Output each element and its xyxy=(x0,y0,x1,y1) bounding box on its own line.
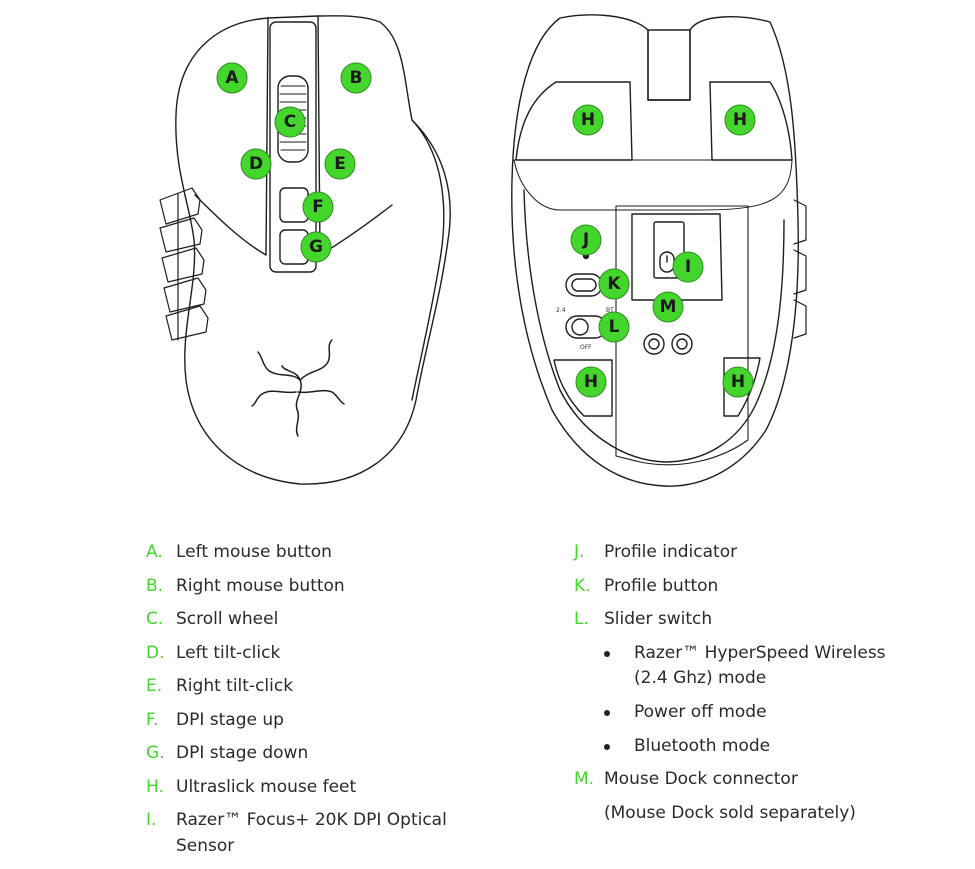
side-buttons xyxy=(159,187,209,341)
svg-text:H: H xyxy=(581,110,595,130)
callout-g: G xyxy=(300,231,332,263)
legend-text: Power off mode xyxy=(634,702,767,722)
callout-j: J xyxy=(570,224,602,256)
svg-text:B: B xyxy=(350,68,363,88)
callout-c: C xyxy=(274,106,306,138)
legend-text: Razer™ Focus+ 20K DPI Optical xyxy=(176,810,447,830)
callout-i: I xyxy=(672,251,704,283)
svg-text:K: K xyxy=(607,274,621,294)
legend-letter: E. xyxy=(146,676,163,696)
legend-letter: J. xyxy=(574,542,585,562)
svg-text:J: J xyxy=(582,230,589,250)
switch-label-bt: BT xyxy=(606,307,614,314)
svg-text:C: C xyxy=(284,112,296,132)
svg-text:L: L xyxy=(609,317,620,337)
legend-text: Left tilt-click xyxy=(176,643,281,663)
legend-letter: C. xyxy=(146,609,164,629)
legend-letter: K. xyxy=(574,576,591,596)
legend-text: (2.4 Ghz) mode xyxy=(634,668,767,688)
legend-text: Sensor xyxy=(176,836,235,856)
mouse-bottom-view xyxy=(511,14,807,487)
legend-letter: H. xyxy=(146,777,164,797)
legend-letter: G. xyxy=(146,743,165,763)
callout-f: F xyxy=(302,191,334,223)
legend-text: Slider switch xyxy=(604,609,713,629)
legend-letter: B. xyxy=(146,576,164,596)
svg-text:G: G xyxy=(309,237,323,257)
callout-d: D xyxy=(240,148,272,180)
legend-letter: A. xyxy=(146,542,163,562)
legend-letter: D. xyxy=(146,643,165,663)
legend-text: Ultraslick mouse feet xyxy=(176,777,357,797)
switch-label-24: 2.4 xyxy=(556,307,566,314)
bullet-dot xyxy=(604,710,610,716)
legend-text: Razer™ HyperSpeed Wireless xyxy=(634,643,886,663)
callout-h-bottom-left: H xyxy=(575,366,607,398)
legend-text: Left mouse button xyxy=(176,542,332,562)
callout-b: B xyxy=(340,62,372,94)
switch-label-off: OFF xyxy=(580,344,592,351)
callout-h-top-right: H xyxy=(724,104,756,136)
bullet-dot xyxy=(604,651,610,657)
callout-h-top-left: H xyxy=(572,104,604,136)
svg-text:F: F xyxy=(312,197,324,217)
mouse-diagram: 2.4 BT OFF A B C D E F G H H J I K M L H… xyxy=(159,14,807,487)
svg-text:D: D xyxy=(249,154,263,174)
legend-text: Right mouse button xyxy=(176,576,345,596)
svg-text:M: M xyxy=(660,297,677,317)
svg-text:E: E xyxy=(334,154,346,174)
razer-logo xyxy=(251,339,345,437)
callout-e: E xyxy=(324,148,356,180)
legend-text: Profile button xyxy=(604,576,719,596)
legend-text: Profile indicator xyxy=(604,542,738,562)
legend-letter: M. xyxy=(574,769,595,789)
bullet-dot xyxy=(604,744,610,750)
legend-letter: F. xyxy=(146,710,159,730)
legend-letter: L. xyxy=(574,609,589,629)
callout-k: K xyxy=(598,268,630,300)
legend-text: DPI stage down xyxy=(176,743,309,763)
svg-text:I: I xyxy=(685,257,691,277)
legend-text: Right tilt-click xyxy=(176,676,294,696)
legend-text: Mouse Dock connector xyxy=(604,769,798,789)
legend-left: A. Left mouse button B. Right mouse button… xyxy=(146,544,486,864)
legend-text: Scroll wheel xyxy=(176,609,279,629)
legend-note: (Mouse Dock sold separately) xyxy=(604,803,856,823)
callout-m: M xyxy=(652,291,684,323)
callout-l: L xyxy=(598,311,630,343)
svg-text:H: H xyxy=(733,110,747,130)
svg-text:H: H xyxy=(584,372,598,392)
callout-a: A xyxy=(216,62,248,94)
callout-h-bottom-right: H xyxy=(722,366,754,398)
legend-text: DPI stage up xyxy=(176,710,284,730)
legend-text: Bluetooth mode xyxy=(634,736,771,756)
svg-text:A: A xyxy=(225,68,239,88)
legend-right: J. Profile indicator K. Profile button L. S… xyxy=(574,544,964,834)
svg-text:H: H xyxy=(731,372,745,392)
legend-letter: I. xyxy=(146,810,157,830)
